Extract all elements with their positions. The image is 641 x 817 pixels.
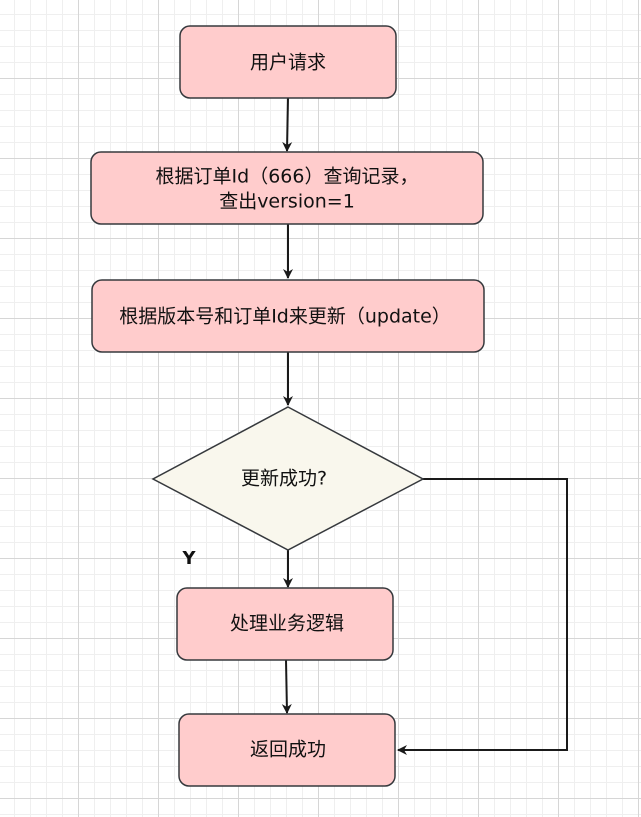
node-process-box[interactable]	[176, 587, 394, 661]
node-update-box[interactable]	[91, 279, 485, 353]
node-query-label-line2: 查出version=1	[219, 191, 355, 213]
node-start[interactable]: 用户请求	[179, 25, 397, 99]
node-decision-shape[interactable]	[151, 406, 425, 551]
node-end-box[interactable]	[178, 713, 396, 787]
edge-yes-label: Y	[181, 548, 196, 569]
node-end[interactable]: 返回成功	[178, 713, 396, 787]
node-process[interactable]: 处理业务逻辑	[176, 587, 394, 661]
edge-process-to-end	[281, 659, 292, 714]
node-update[interactable]: 根据版本号和订单Id来更新（update）	[91, 279, 485, 353]
node-update-label: 根据版本号和订单Id来更新（update）	[119, 306, 451, 328]
node-decision-label: 更新成功?	[241, 468, 327, 490]
node-start-box[interactable]	[179, 25, 397, 99]
edges	[281, 97, 568, 755]
node-query[interactable]: 根据订单Id（666）查询记录， 查出version=1	[90, 151, 484, 225]
edge-decision-no-to-end	[397, 478, 568, 755]
node-decision[interactable]: 更新成功?	[151, 406, 425, 551]
node-query-box[interactable]	[90, 151, 484, 225]
node-end-label: 返回成功	[250, 739, 326, 761]
edge-start-to-query	[282, 97, 293, 152]
node-process-label: 处理业务逻辑	[230, 613, 344, 635]
node-query-label-line1: 根据订单Id（666）查询记录，	[156, 166, 419, 188]
node-start-label: 用户请求	[250, 52, 326, 74]
